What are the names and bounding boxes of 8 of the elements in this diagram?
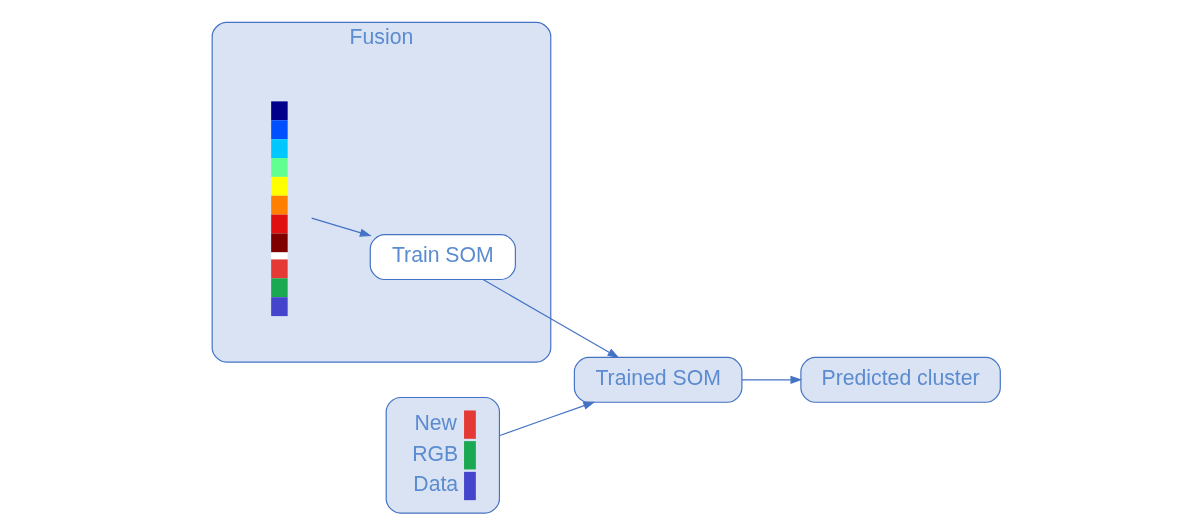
arrow [481,279,619,359]
arrow [740,375,802,384]
arrow [498,401,595,437]
node-box: Train SOM [369,234,516,281]
node-box: Predicted cluster [799,356,1001,403]
node-box: Trained SOM [573,356,742,403]
node-box: New RGB Data [385,396,500,514]
arrow [310,217,372,237]
